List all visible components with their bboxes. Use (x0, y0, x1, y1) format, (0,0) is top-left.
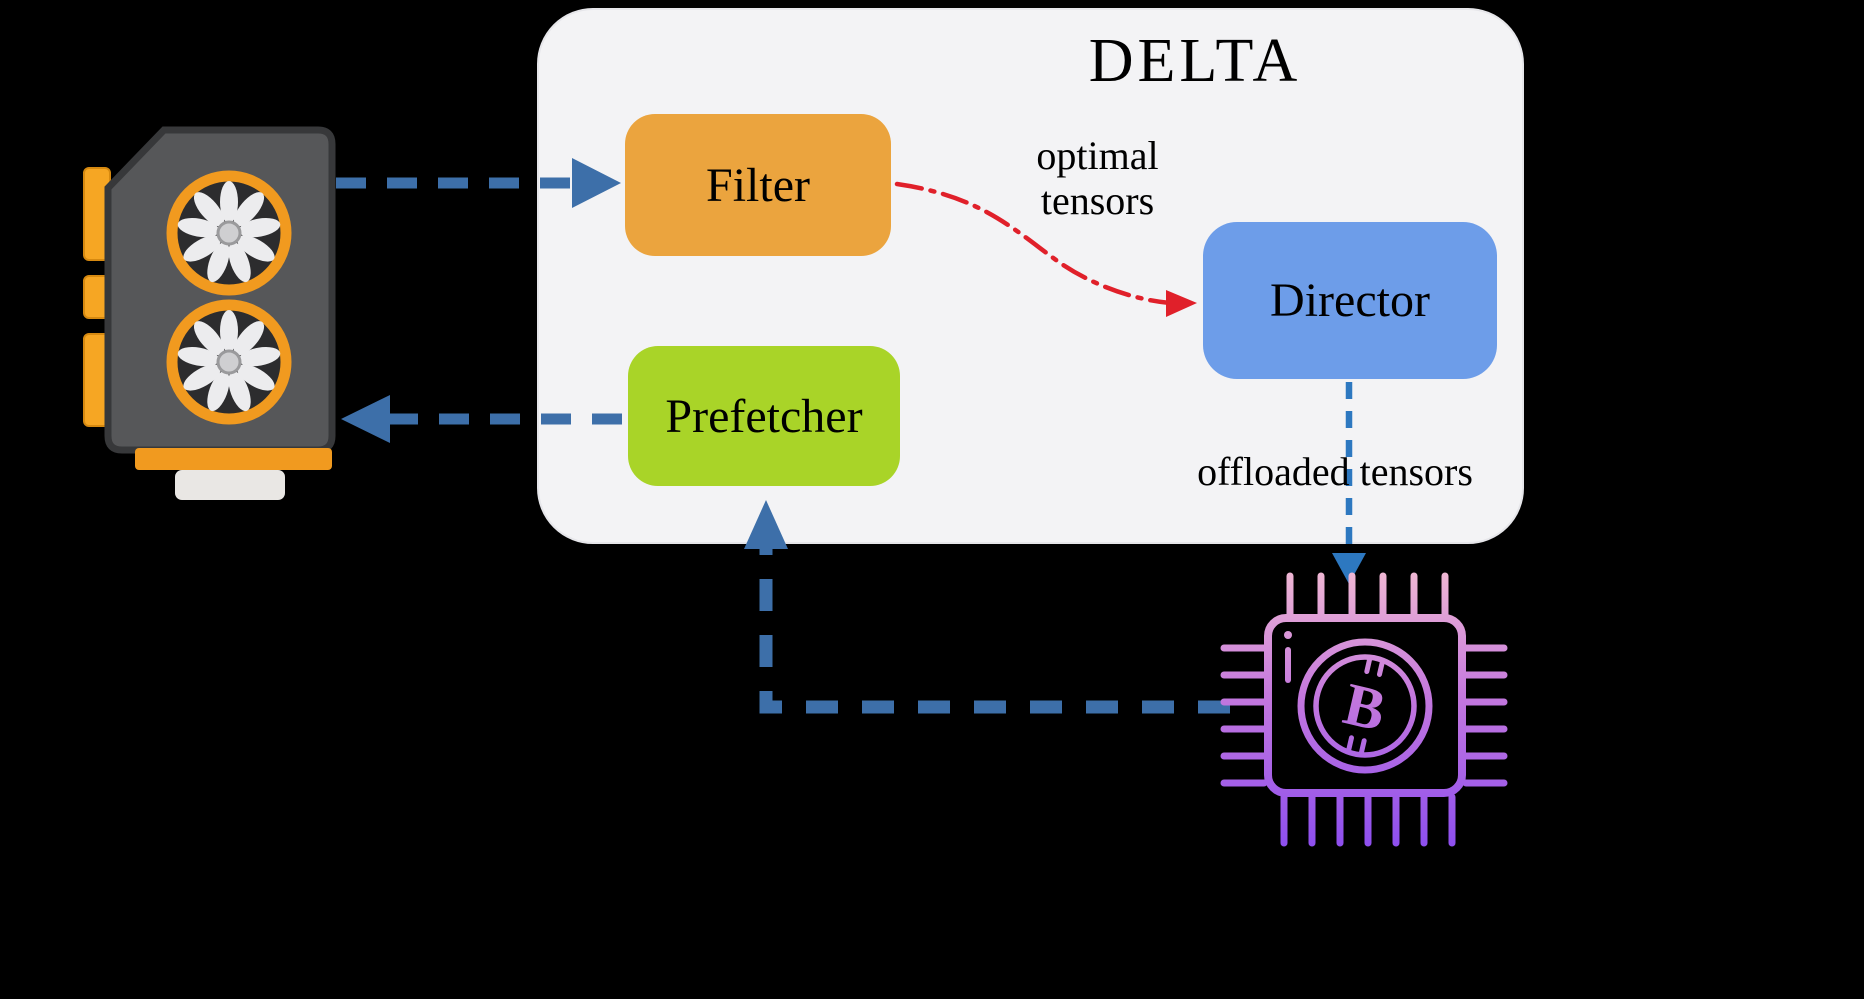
arrow-director-to-chip-head (1332, 553, 1366, 584)
edge-label-offloaded-tensors: offloaded tensors (1197, 449, 1473, 494)
node-prefetcher: Prefetcher (628, 346, 900, 486)
node-filter: Filter (625, 114, 891, 256)
arrow-filter-to-director-head (1166, 290, 1197, 317)
arrow-chip-to-prefetcher (759, 549, 1230, 714)
svg-text:B: B (1338, 670, 1392, 743)
bitcoin-symbol: B (1338, 656, 1392, 756)
node-prefetcher-label: Prefetcher (665, 389, 863, 443)
diagram-title: DELTA (1088, 27, 1302, 95)
gpu-fan-bottom (166, 299, 292, 425)
bitcoin-cpu-chip-icon: B (1220, 572, 1508, 847)
gpu-fan-top (166, 170, 292, 296)
gpu-bracket (175, 470, 285, 500)
arrow-prefetcher-to-gpu-head (341, 395, 390, 443)
arrow-filter-to-director (894, 181, 1173, 306)
gpu-bottom-bar (135, 448, 332, 470)
edge-label-optimal-tensors: optimal tensors (1036, 133, 1159, 223)
chip-inner-ring (1313, 654, 1417, 758)
chip-body (1264, 614, 1466, 797)
chip-outer-ring (1297, 638, 1433, 774)
gpu-icon (83, 126, 336, 500)
chip-pins (1220, 572, 1508, 847)
arrow-chip-to-prefetcher-head (744, 500, 788, 549)
node-director: Director (1203, 222, 1497, 379)
node-filter-label: Filter (706, 158, 810, 212)
node-director-label: Director (1270, 274, 1430, 327)
chip-detail-mark (1284, 631, 1292, 683)
arrow-gpu-to-filter-head (572, 158, 621, 208)
